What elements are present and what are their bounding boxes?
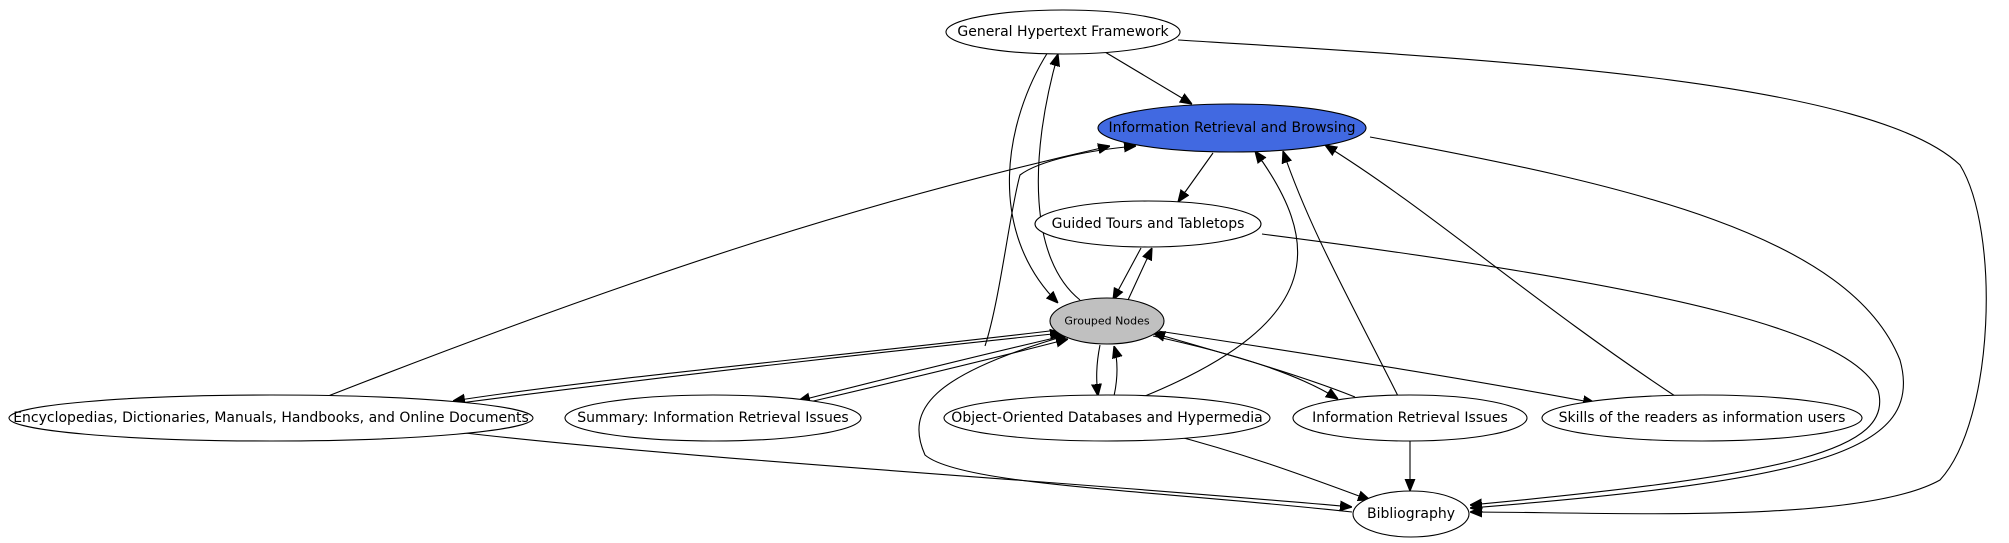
node-object-oriented-databases[interactable]: Object-Oriented Databases and Hypermedia bbox=[943, 394, 1271, 442]
node-shape bbox=[1352, 490, 1470, 538]
node-label: Skills of the readers as information use… bbox=[1559, 410, 1846, 426]
node-general-hypertext-framework[interactable]: General Hypertext Framework bbox=[945, 9, 1181, 55]
node-label: General Hypertext Framework bbox=[957, 24, 1169, 40]
edge-general-to-irb bbox=[1104, 51, 1192, 104]
node-label: Summary: Information Retrieval Issues bbox=[577, 410, 848, 426]
node-label: Bibliography bbox=[1367, 506, 1455, 522]
edge-biblio-to-grouped bbox=[918, 335, 1353, 513]
edge-encyc-to-grouped bbox=[459, 333, 1062, 404]
node-grouped-nodes[interactable]: Grouped Nodes bbox=[1049, 297, 1165, 345]
edge-tours-to-biblio bbox=[1261, 233, 1881, 505]
node-label: Guided Tours and Tabletops bbox=[1052, 216, 1245, 232]
edge-grouped-to-skills bbox=[1157, 330, 1595, 403]
node-skills-of-the-readers[interactable]: Skills of the readers as information use… bbox=[1541, 394, 1863, 442]
edge-general-to-grouped bbox=[1008, 51, 1058, 303]
node-label: Information Retrieval and Browsing bbox=[1109, 120, 1356, 136]
node-shape bbox=[1097, 103, 1367, 153]
edge-iri-to-grouped bbox=[1153, 333, 1356, 398]
edge-layer bbox=[322, 39, 1987, 514]
edge-grouped-to-general bbox=[1037, 54, 1081, 301]
edge-grouped-to-iri bbox=[1152, 335, 1338, 399]
edge-tours-to-grouped bbox=[1113, 247, 1142, 300]
node-bibliography[interactable]: Bibliography bbox=[1352, 490, 1470, 538]
node-encyclopedias-dictionaries-manuals[interactable]: Encyclopedias, Dictionaries, Manuals, Ha… bbox=[8, 394, 534, 442]
node-shape bbox=[1034, 200, 1262, 248]
edge-grouped-to-summary bbox=[798, 335, 1064, 401]
node-shape bbox=[8, 394, 534, 442]
edge-irb-to-biblio bbox=[1369, 136, 1905, 508]
node-guided-tours-and-tabletops[interactable]: Guided Tours and Tabletops bbox=[1034, 200, 1262, 248]
edge-summary-to-grouped bbox=[804, 339, 1068, 404]
node-shape bbox=[1541, 394, 1863, 442]
node-information-retrieval-and-browsing[interactable]: Information Retrieval and Browsing bbox=[1097, 103, 1367, 153]
edge-iri-to-irb bbox=[1283, 151, 1399, 397]
node-shape bbox=[564, 394, 862, 442]
edge-grouped-to-encyc bbox=[453, 329, 1059, 401]
node-layer: General Hypertext Framework Information … bbox=[8, 9, 1863, 538]
node-label: Information Retrieval Issues bbox=[1312, 410, 1508, 426]
edge-encyc-to-biblio bbox=[464, 432, 1352, 507]
node-shape bbox=[1049, 297, 1165, 345]
edge-irb-to-tours bbox=[1178, 152, 1214, 202]
node-shape bbox=[945, 9, 1181, 55]
node-label: Object-Oriented Databases and Hypermedia bbox=[951, 410, 1262, 426]
edge-encyc-to-irb bbox=[322, 146, 1110, 399]
edge-summary-to-irb bbox=[984, 146, 1136, 347]
edge-oodb-to-irb bbox=[1144, 151, 1299, 397]
edge-oodb-to-grouped bbox=[1114, 346, 1117, 397]
edge-grouped-to-oodb bbox=[1097, 344, 1100, 396]
node-shape bbox=[943, 394, 1271, 442]
node-shape bbox=[1292, 394, 1528, 442]
edge-grouped-to-tours bbox=[1127, 248, 1152, 301]
edge-oodb-to-biblio bbox=[1164, 432, 1370, 500]
edge-skills-to-irb bbox=[1325, 145, 1676, 397]
node-information-retrieval-issues[interactable]: Information Retrieval Issues bbox=[1292, 394, 1528, 442]
node-summary-information-retrieval-issues[interactable]: Summary: Information Retrieval Issues bbox=[564, 394, 862, 442]
node-label: Grouped Nodes bbox=[1064, 315, 1149, 328]
edge-general-to-biblio bbox=[1177, 39, 1987, 514]
node-label: Encyclopedias, Dictionaries, Manuals, Ha… bbox=[13, 410, 529, 426]
